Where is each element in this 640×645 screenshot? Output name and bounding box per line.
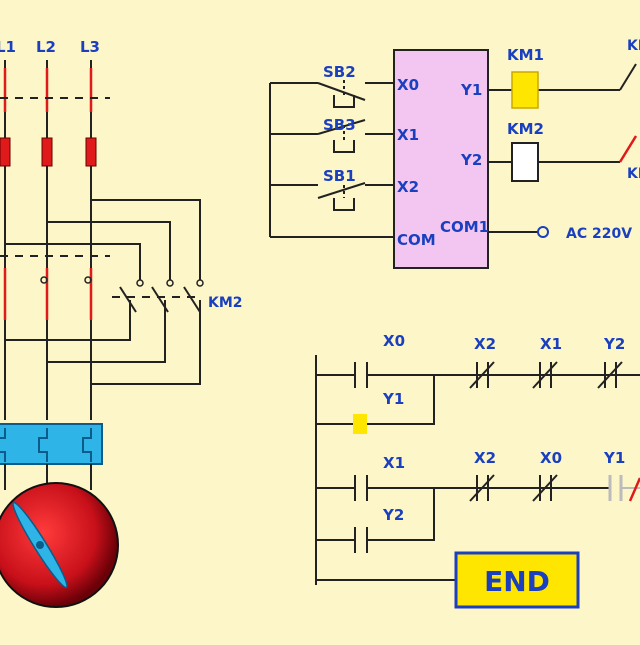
plc-output-y1: Y1 [460,81,482,99]
rung1-y1-label: Y1 [382,390,404,408]
fuse-l3 [85,137,97,167]
plc-wiring: SB2 SB3 SB1 X0 X1 X2 COM Y1 Y2 COM1 KM1 … [269,38,640,269]
rung1-x2-label: X2 [474,335,496,353]
rung1-y2-label: Y2 [603,335,625,353]
plc-input-x0: X0 [397,76,419,94]
power-circuit: L1 L2 L3 [0,38,243,608]
thermal-elements [0,428,92,462]
km2-coil-label: KM2 [507,120,544,138]
fuse-l1 [0,137,11,167]
sb1-row [270,182,394,211]
rung2-x2-label: X2 [474,449,496,467]
plc-input-x1: X1 [397,126,419,144]
phase-label-l1: L1 [0,38,16,56]
end-label: END [484,565,550,598]
rung1-hold-contact-active [353,414,367,434]
thermal-overload-relay [0,423,103,465]
plc-module [393,49,489,269]
plc-input-x2: X2 [397,178,419,196]
end-instruction-box [454,551,580,609]
phase-label-l3: L3 [80,38,100,56]
ac-supply-label: AC 220V [566,226,632,242]
km2-power-label: KM2 [208,295,243,311]
rung-1: X0 Y1 X2 X1 Y2 [316,332,640,434]
rung2-x0-label: X0 [540,449,562,467]
sb2-label: SB2 [323,63,356,81]
ac-terminal [537,226,549,238]
motor-icon [0,482,119,608]
plc-input-com: COM [397,231,436,249]
rung1-x0-label: X0 [383,332,405,350]
rung2-nc-contacts [469,474,640,502]
right-edge-label-1: KM [627,38,640,54]
km1-coil-energized [511,71,539,109]
fan-blade-icon [12,501,68,589]
right-edge-label-2: KM [627,166,640,182]
rung-2: X1 Y2 X2 X0 Y1 [316,449,640,553]
sb3-row [270,119,394,153]
rung2-y1-label: Y1 [603,449,625,467]
km1-coil-label: KM1 [507,46,544,64]
km2-coil [511,142,539,182]
fuse-l2 [41,137,53,167]
plc-output-y2: Y2 [460,151,482,169]
phase-lines-upper [3,60,93,420]
sb2-row [270,80,394,108]
km1-main-contacts [0,255,110,320]
phase-label-l2: L2 [36,38,56,56]
ladder-diagram: X0 Y1 X2 X1 Y2 [315,332,640,609]
reverse-wiring [5,199,201,385]
km2-main-contacts [112,279,204,313]
fuses [0,137,97,167]
sb1-label: SB1 [323,167,356,185]
rung2-x1-label: X1 [383,454,405,472]
sb3-label: SB3 [323,116,356,134]
rung2-y2-label: Y2 [382,506,404,524]
rung1-x1-label: X1 [540,335,562,353]
plc-output-com1: COM1 [440,218,489,236]
rung1-nc-contacts [469,361,623,389]
